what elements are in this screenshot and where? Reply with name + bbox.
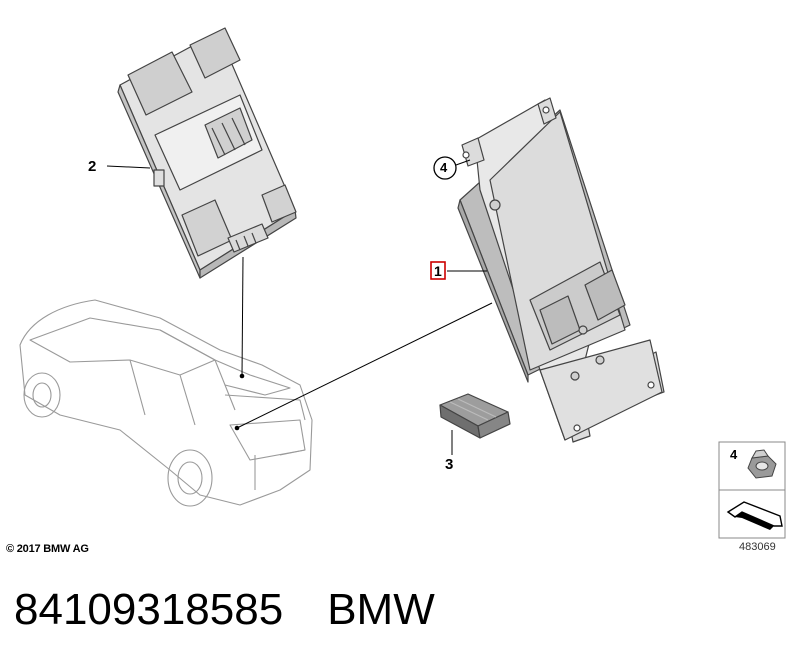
module-item-1 xyxy=(457,97,665,443)
part-number: 84109318585 xyxy=(14,585,284,634)
part-caption: 84109318585 BMW xyxy=(14,588,435,632)
nut-icon xyxy=(747,449,777,479)
legend-item-number: 4 xyxy=(730,447,738,462)
leader-lines xyxy=(106,165,493,455)
callout-label-1: 1 xyxy=(434,263,442,279)
callout-label-3: 3 xyxy=(445,456,454,473)
module-item-2 xyxy=(117,27,297,279)
callout-circle-4 xyxy=(433,156,471,180)
brand-name: BMW xyxy=(327,585,435,634)
copyright-notice: © 2017 BMW AG xyxy=(6,543,89,555)
callout-label-2: 2 xyxy=(88,158,97,175)
marker-dot xyxy=(239,373,245,379)
part-item-3 xyxy=(439,393,511,439)
callout-label-4: 4 xyxy=(440,160,448,175)
diagram-number: 483069 xyxy=(739,541,776,553)
arrow-symbol-icon xyxy=(726,501,783,530)
marker-dot xyxy=(234,425,240,431)
highlight-box xyxy=(430,261,446,280)
vehicle-outline xyxy=(19,299,313,507)
